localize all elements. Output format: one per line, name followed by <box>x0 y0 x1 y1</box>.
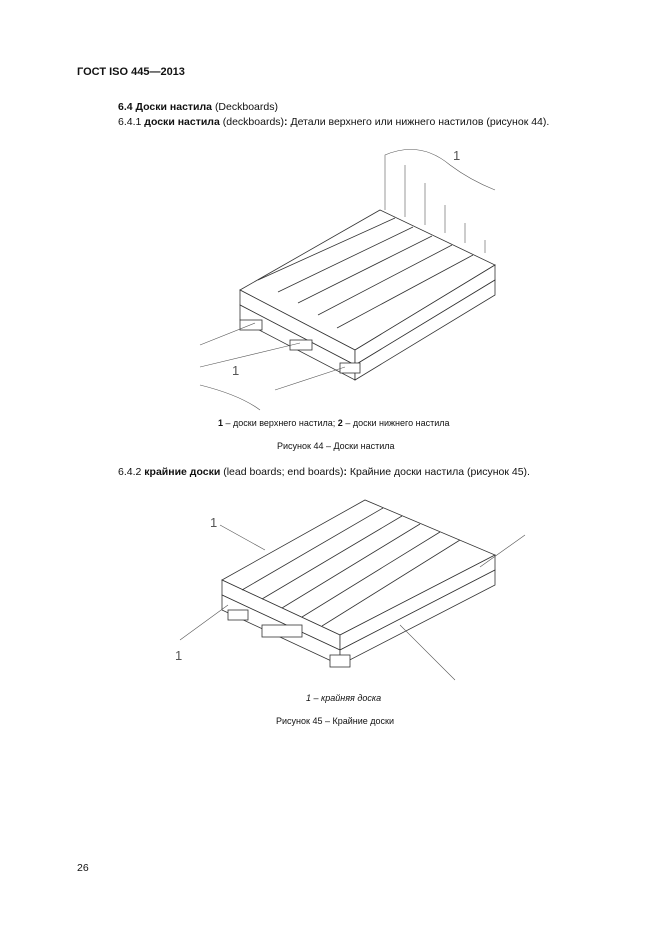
legend-num: 2 <box>337 418 343 428</box>
figure-44-pallet-drawing: 1 1 <box>199 148 496 411</box>
pallet <box>221 499 496 668</box>
clause-term-en: (deckboards) <box>222 116 285 128</box>
figure-45-pallet-drawing: 1 1 <box>175 499 526 681</box>
page-number: 26 <box>77 862 89 874</box>
clause-6-4-2: 6.4.2 крайние доски (lead boards; end bo… <box>118 466 530 478</box>
pallet <box>239 209 496 381</box>
clause-term: крайние доски <box>144 466 221 478</box>
clause-term-en: (lead boards; end boards) <box>223 466 344 478</box>
section-title-en: (Deckboards) <box>214 101 278 113</box>
clause-6-4-1: 6.4.1 доски настила (deckboards): Детали… <box>118 116 549 128</box>
figure-44-caption: Рисунок 44 – Доски настила <box>277 441 395 451</box>
colon: : <box>343 466 347 478</box>
clause-number: 6.4.2 <box>118 466 142 478</box>
clause-term: доски настила <box>144 116 220 128</box>
figure-45-caption: Рисунок 45 – Крайние доски <box>276 716 394 726</box>
clause-text: Детали верхнего или нижнего настилов (ри… <box>290 116 550 128</box>
callout-1-lower: 1 <box>175 648 182 663</box>
colon: : <box>284 116 288 128</box>
figure-45-legend: 1 – крайняя доска <box>306 693 382 703</box>
clause-number: 6.4.1 <box>118 116 142 128</box>
leader-lines <box>179 524 526 681</box>
clause-text: Крайние доски настила (рисунок 45). <box>349 466 530 478</box>
callout-1-bottom: 1 <box>232 363 239 378</box>
section-heading: 6.4 Доски настила (Deckboards) <box>118 101 278 113</box>
section-number: 6.4 <box>118 101 133 113</box>
legend-text: – доски верхнего настила; <box>223 418 338 428</box>
callout-1-upper: 1 <box>210 515 217 530</box>
document-header: ГОСТ ISO 445—2013 <box>77 66 185 78</box>
figure-44-legend: 1 – доски верхнего настила; 2 – доски ни… <box>218 418 450 428</box>
callout-1-top: 1 <box>453 148 460 163</box>
legend-num: 1 <box>218 418 224 428</box>
section-title: Доски настила <box>135 101 213 113</box>
legend-text: – доски нижнего настила <box>342 418 450 428</box>
leader-lines <box>199 149 496 411</box>
